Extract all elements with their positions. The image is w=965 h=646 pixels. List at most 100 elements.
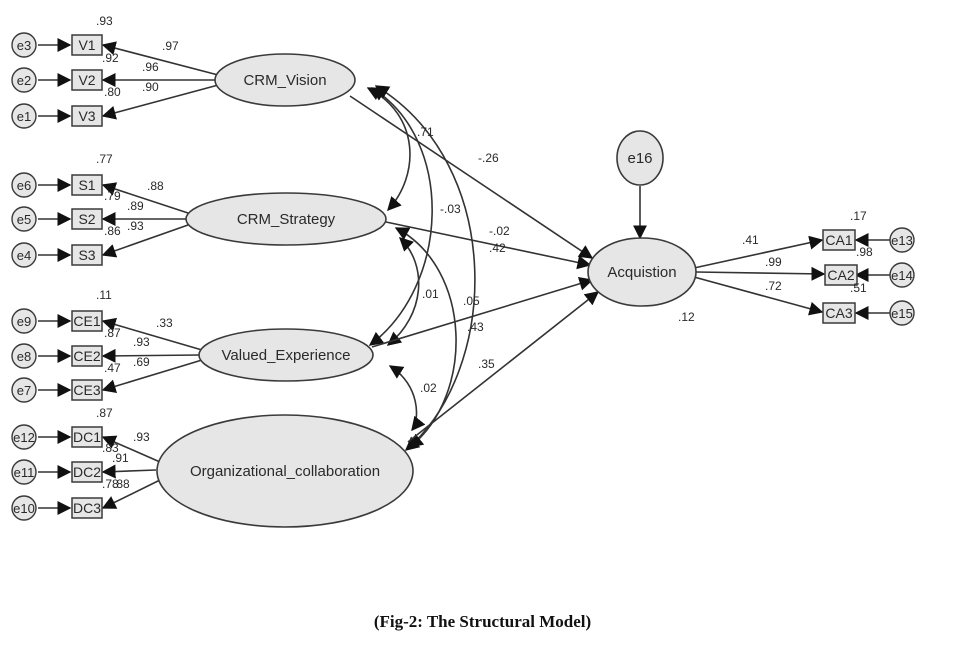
error-e1-label: e1 (17, 109, 31, 124)
cov-vision-org-path (374, 85, 476, 451)
indicator-v3[interactable] (71, 105, 103, 127)
path-vision-acquisition (349, 95, 594, 259)
coef-v1-r2: .93 (96, 14, 113, 28)
load-valued-ce1 (101, 317, 203, 351)
error-e4[interactable] (11, 242, 37, 268)
load-valued-ce3 (101, 359, 203, 394)
latent-acquisition-label: Acquistion (607, 264, 676, 281)
indicator-v1[interactable] (71, 34, 103, 56)
error-e14[interactable] (889, 262, 915, 288)
indicator-s1[interactable] (71, 174, 103, 196)
indicator-s2-label: S2 (78, 211, 95, 227)
error-e6-label: e6 (17, 178, 31, 193)
latent-crm-strategy[interactable] (185, 192, 387, 246)
coef-cov-valued-org: .02 (420, 381, 437, 395)
path-valued-acquisition (371, 276, 594, 348)
indicator-dc2[interactable] (71, 461, 103, 483)
latent-crm-strategy-label: CRM_Strategy (237, 211, 336, 228)
error-e9-label: e9 (17, 314, 31, 329)
coef-ce3-r2: .47 (104, 361, 121, 375)
coef-valued-acq: .43 (467, 320, 484, 334)
indicator-dc1[interactable] (71, 426, 103, 448)
error-e11[interactable] (11, 459, 37, 485)
error-terms: e3 e2 e1 e6 e5 e4 e9 e8 e7 e12 e11 e10 e… (11, 32, 915, 521)
indicator-ce2[interactable] (71, 345, 103, 367)
coef-s1-r2: .77 (96, 152, 113, 166)
coef-org-dc3: .88 (113, 477, 130, 491)
indicator-ca1-label: CA1 (825, 232, 852, 248)
indicator-ca2[interactable] (824, 264, 858, 286)
error-e3[interactable] (11, 32, 37, 58)
coef-cov-vision-valued: -.03 (440, 202, 461, 216)
latent-valued-experience-label: Valued_Experience (222, 347, 351, 364)
coef-cov-vision-strategy: .71 (417, 125, 434, 139)
load-org-dc2 (101, 464, 157, 479)
error-e2[interactable] (11, 67, 37, 93)
error-e6[interactable] (11, 172, 37, 198)
indicator-s3[interactable] (71, 244, 103, 266)
indicator-s3-label: S3 (78, 247, 95, 263)
path-org-acquisition (407, 291, 600, 443)
figure-caption: (Fig-2: The Structural Model) (373, 612, 592, 631)
measurement-paths (101, 41, 826, 509)
latent-valued-experience[interactable] (198, 328, 374, 382)
coef-dc2-r2: .83 (102, 441, 119, 455)
coef-vision-v2: .96 (142, 60, 159, 74)
error-e9[interactable] (11, 308, 37, 334)
coef-v3-r2: .80 (104, 85, 121, 99)
error-e7[interactable] (11, 377, 37, 403)
coef-acq-ca3: .72 (765, 279, 782, 293)
latent-crm-vision[interactable] (214, 53, 356, 107)
load-valued-ce2 (101, 348, 201, 363)
error-e4-label: e4 (17, 248, 31, 263)
coef-valued-ce3: .69 (133, 355, 150, 369)
latent-organizational-collaboration[interactable] (156, 414, 414, 528)
indicator-dc3[interactable] (71, 497, 103, 519)
indicator-dc3-label: DC3 (73, 500, 101, 516)
error-e10-label: e10 (13, 501, 35, 516)
coef-ca1-r2: .17 (850, 209, 867, 223)
coef-ca2-r2: .98 (856, 245, 873, 259)
coef-strategy-s3: .93 (127, 219, 144, 233)
error-e15[interactable] (889, 300, 915, 326)
indicator-ca3-label: CA3 (825, 305, 852, 321)
coef-vision-v1: .97 (162, 39, 179, 53)
indicator-ca3[interactable] (822, 302, 856, 324)
indicator-v1-label: V1 (78, 37, 95, 53)
error-e10[interactable] (11, 495, 37, 521)
error-e14-label: e14 (891, 268, 913, 283)
latent-acquisition[interactable] (587, 237, 697, 307)
latent-crm-vision-label: CRM_Vision (243, 72, 326, 89)
load-vision-v1 (101, 41, 223, 77)
coef-valued-ce1: .33 (156, 316, 173, 330)
structural-paths (349, 95, 647, 443)
coef-valued-ce2: .93 (133, 335, 150, 349)
coef-dc1-r2: .87 (96, 406, 113, 420)
error-e16-label: e16 (627, 150, 652, 167)
indicator-ca1[interactable] (822, 229, 856, 251)
indicator-v2-label: V2 (78, 72, 95, 88)
error-e1[interactable] (11, 103, 37, 129)
indicator-s2[interactable] (71, 208, 103, 230)
indicator-v2[interactable] (71, 69, 103, 91)
indicator-ce1[interactable] (71, 310, 103, 332)
latent-organizational-collaboration-label: Organizational_collaboration (190, 463, 380, 480)
error-e16[interactable] (616, 130, 664, 186)
coef-dc3-r2: .78 (102, 477, 119, 491)
coef-ca3-r2: .51 (850, 281, 867, 295)
error-e5[interactable] (11, 206, 37, 232)
error-e12[interactable] (11, 424, 37, 450)
error-e8[interactable] (11, 343, 37, 369)
load-strategy-s1 (101, 182, 189, 214)
error-e13[interactable] (889, 227, 915, 253)
coef-cov-strategy-valued: .01 (422, 287, 439, 301)
indicator-v3-label: V3 (78, 108, 95, 124)
coef-cov-vision-org: -.02 (489, 224, 510, 238)
indicator-ce2-label: CE2 (73, 348, 100, 364)
load-org-dc1 (101, 435, 161, 463)
coef-s3-r2: .86 (104, 224, 121, 238)
error-e7-label: e7 (17, 383, 31, 398)
indicator-ce3[interactable] (71, 379, 103, 401)
cov-valued-org-path (388, 365, 426, 432)
coef-acq-ca2: .99 (765, 255, 782, 269)
